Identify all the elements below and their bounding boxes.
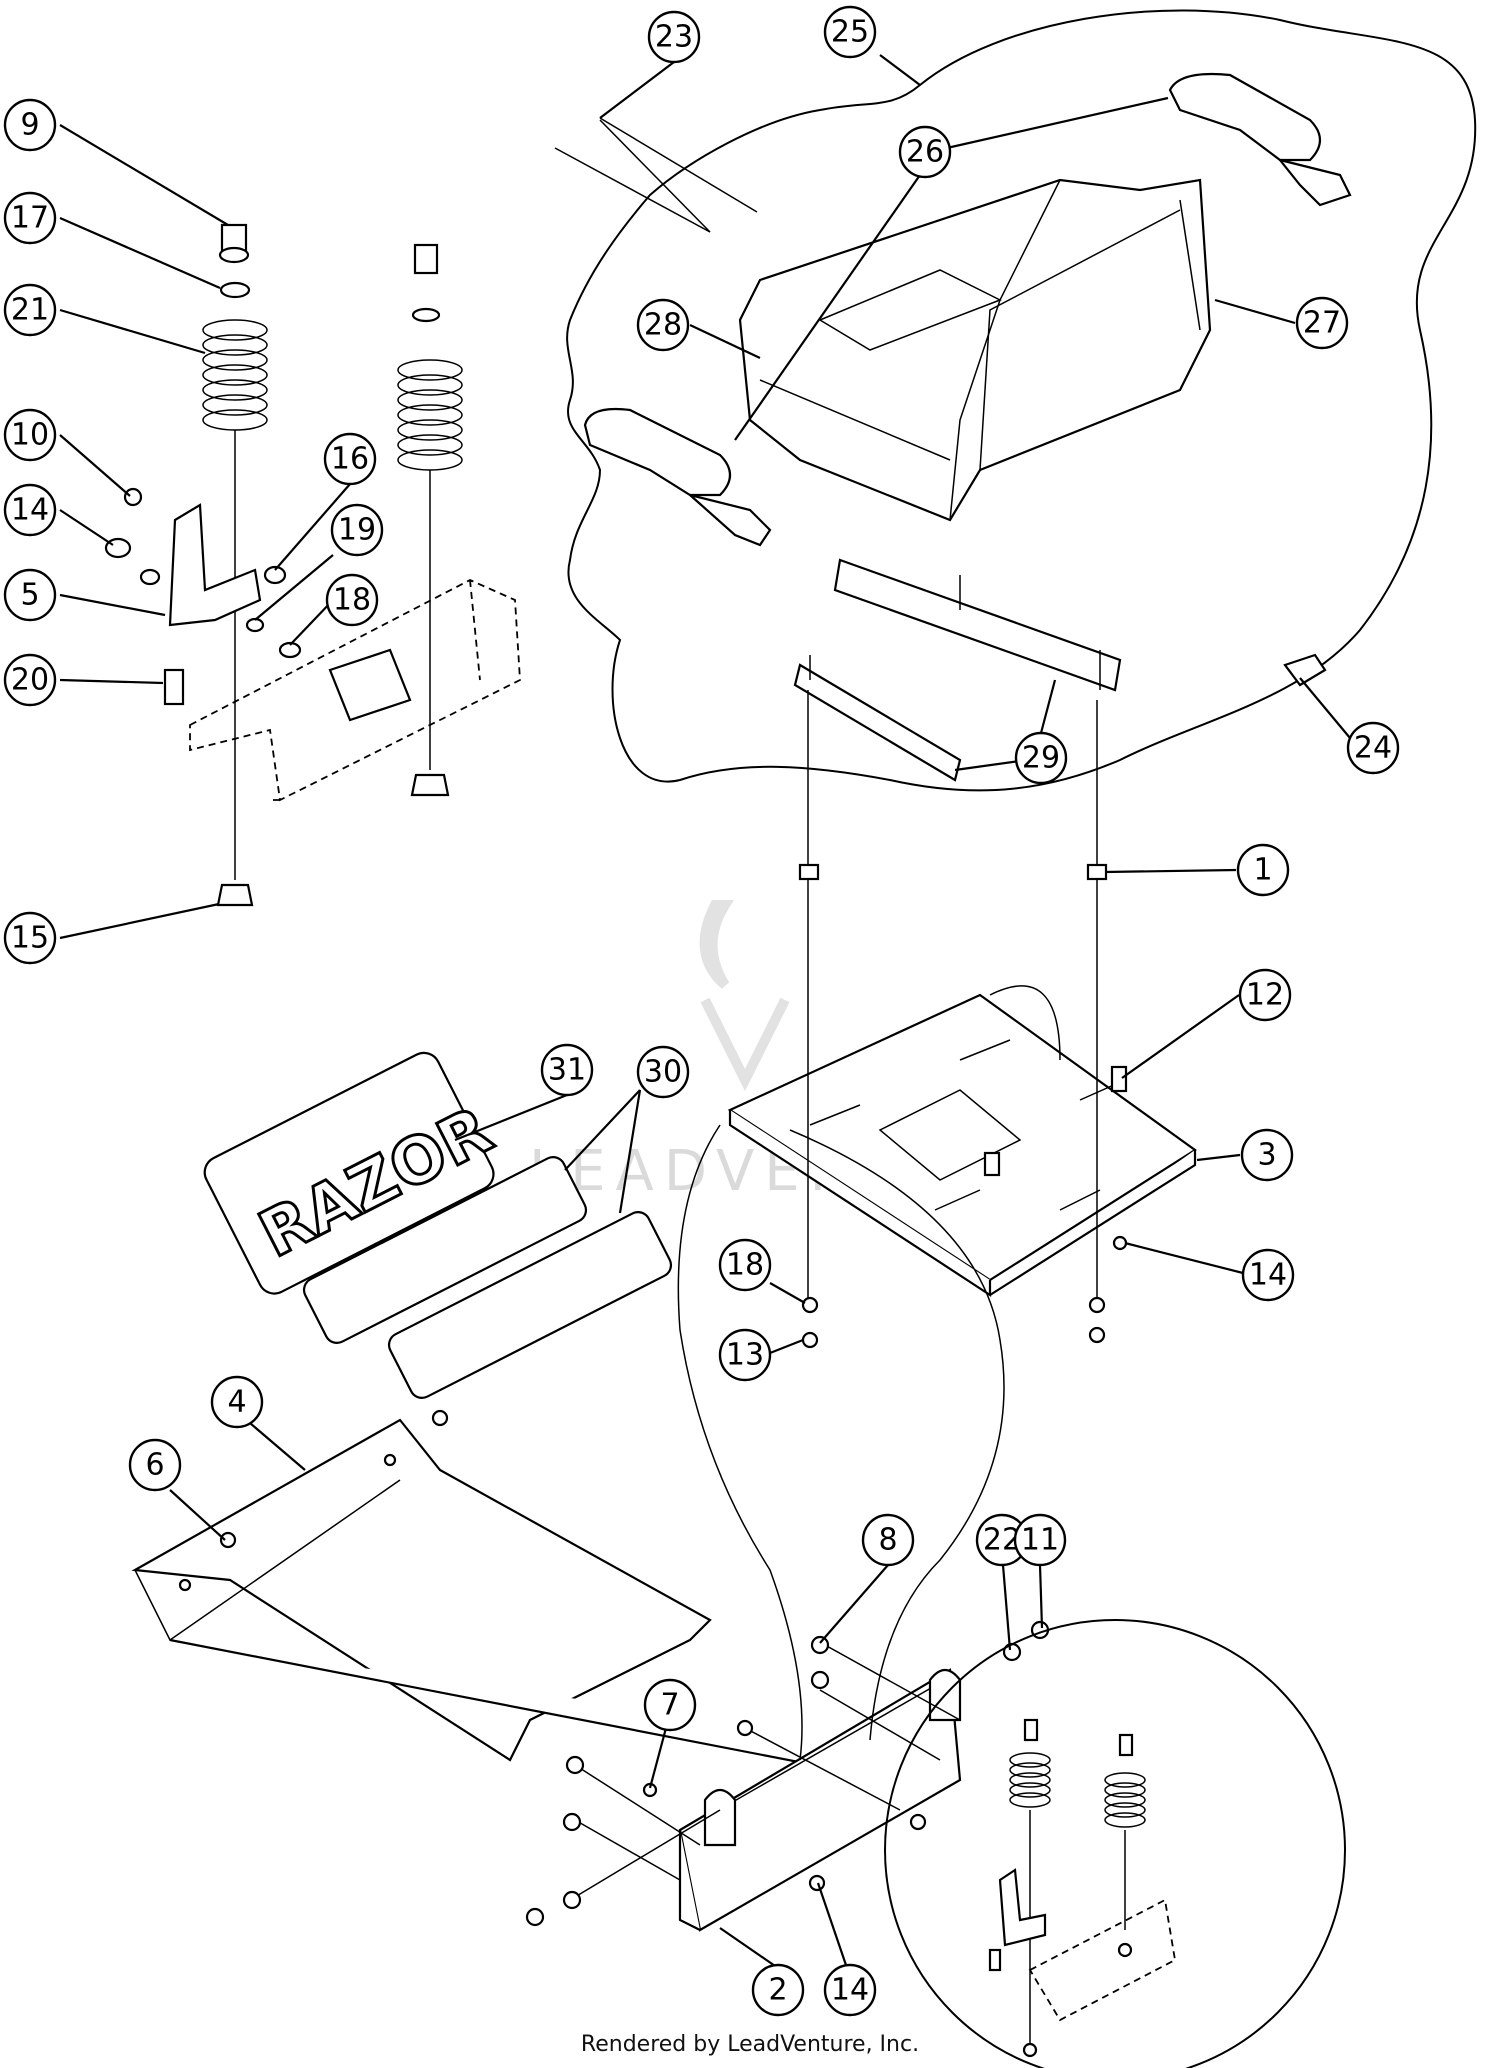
svg-text:24: 24 (1354, 731, 1392, 766)
svg-text:16: 16 (331, 442, 369, 477)
mount-lines (798, 690, 1128, 1349)
callout-20: 20 (3, 653, 57, 707)
callout-29: 29 (1014, 731, 1068, 785)
svg-text:12: 12 (1246, 978, 1284, 1013)
callout-8: 8 (861, 1513, 915, 1567)
callout-16: 16 (323, 432, 377, 486)
callout-14b: 14 (1241, 1248, 1295, 1302)
svg-text:14: 14 (1249, 1258, 1287, 1293)
callout-17: 17 (3, 191, 57, 245)
callout-27: 27 (1295, 296, 1349, 350)
svg-text:10: 10 (11, 418, 49, 453)
callout-14a: 14 (3, 483, 57, 537)
callout-24: 24 (1346, 721, 1400, 775)
seat (738, 178, 1212, 522)
svg-text:14: 14 (11, 493, 49, 528)
svg-text:13: 13 (726, 1338, 764, 1373)
svg-text:1: 1 (1253, 853, 1272, 888)
svg-text:21: 21 (11, 293, 49, 328)
callout-3: 3 (1240, 1128, 1294, 1182)
callout-6: 6 (128, 1438, 182, 1492)
callout-15: 15 (3, 911, 57, 965)
callout-21: 21 (3, 283, 57, 337)
svg-text:18: 18 (333, 583, 371, 618)
callout-28: 28 (636, 298, 690, 352)
callout-2: 2 (751, 1963, 805, 2017)
callout-10: 10 (3, 408, 57, 462)
svg-text:29: 29 (1022, 741, 1060, 776)
svg-text:23: 23 (655, 20, 693, 55)
mount-bracket (525, 1620, 1050, 1932)
spring-assembly-left (202, 223, 268, 907)
detail-circle (884, 1619, 1346, 2068)
callout-26: 26 (898, 125, 952, 179)
svg-text:18: 18 (726, 1248, 764, 1283)
callout-25: 25 (823, 5, 877, 59)
seat-rods (554, 117, 758, 233)
callout-12: 12 (1238, 968, 1292, 1022)
armrest-right (1168, 72, 1352, 207)
seat-switch (1283, 653, 1327, 687)
svg-text:9: 9 (20, 108, 39, 143)
decal-blank-2 (387, 1211, 673, 1399)
svg-text:8: 8 (878, 1523, 897, 1558)
svg-text:4: 4 (227, 1385, 246, 1420)
svg-text:26: 26 (906, 135, 944, 170)
svg-text:5: 5 (20, 578, 39, 613)
svg-text:30: 30 (644, 1055, 682, 1090)
callout-14c: 14 (823, 1963, 877, 2017)
callout-23: 23 (647, 10, 701, 64)
svg-text:3: 3 (1257, 1138, 1276, 1173)
svg-text:15: 15 (11, 921, 49, 956)
svg-text:28: 28 (644, 308, 682, 343)
decal-blank-1 (302, 1156, 588, 1344)
svg-text:6: 6 (145, 1448, 164, 1483)
footer-credit: Rendered by LeadVenture, Inc. (580, 2032, 920, 2057)
seat-plate (727, 985, 1197, 1298)
seat-assembly-outline (566, 9, 1477, 792)
svg-text:25: 25 (831, 15, 869, 50)
callout-30: 30 (636, 1045, 690, 1099)
svg-text:20: 20 (11, 663, 49, 698)
svg-text:19: 19 (338, 513, 376, 548)
callout-5: 5 (3, 568, 57, 622)
callout-4: 4 (210, 1375, 264, 1429)
seat-slides (793, 558, 1122, 782)
callout-19: 19 (330, 503, 384, 557)
callout-7: 7 (643, 1678, 697, 1732)
svg-text:27: 27 (1303, 306, 1341, 341)
floor-pan (131, 1409, 862, 1772)
base-tray-dashed (189, 579, 521, 802)
svg-text:2: 2 (768, 1973, 787, 2008)
callout-13: 13 (718, 1328, 772, 1382)
connector-curve (677, 1124, 1005, 1761)
callout-11: 11 (1013, 1513, 1067, 1567)
svg-text:14: 14 (831, 1973, 869, 2008)
callout-18a: 18 (325, 573, 379, 627)
callout-31: 31 (540, 1043, 594, 1097)
bracket-5 (168, 503, 262, 627)
svg-text:7: 7 (660, 1688, 679, 1723)
callout-9: 9 (3, 98, 57, 152)
svg-text:11: 11 (1021, 1523, 1059, 1558)
armrest-left (583, 407, 772, 547)
svg-text:31: 31 (548, 1053, 586, 1088)
svg-text:17: 17 (11, 201, 49, 236)
spring-assembly-right (397, 243, 463, 797)
callout-18b: 18 (718, 1238, 772, 1292)
callout-1: 1 (1236, 843, 1290, 897)
